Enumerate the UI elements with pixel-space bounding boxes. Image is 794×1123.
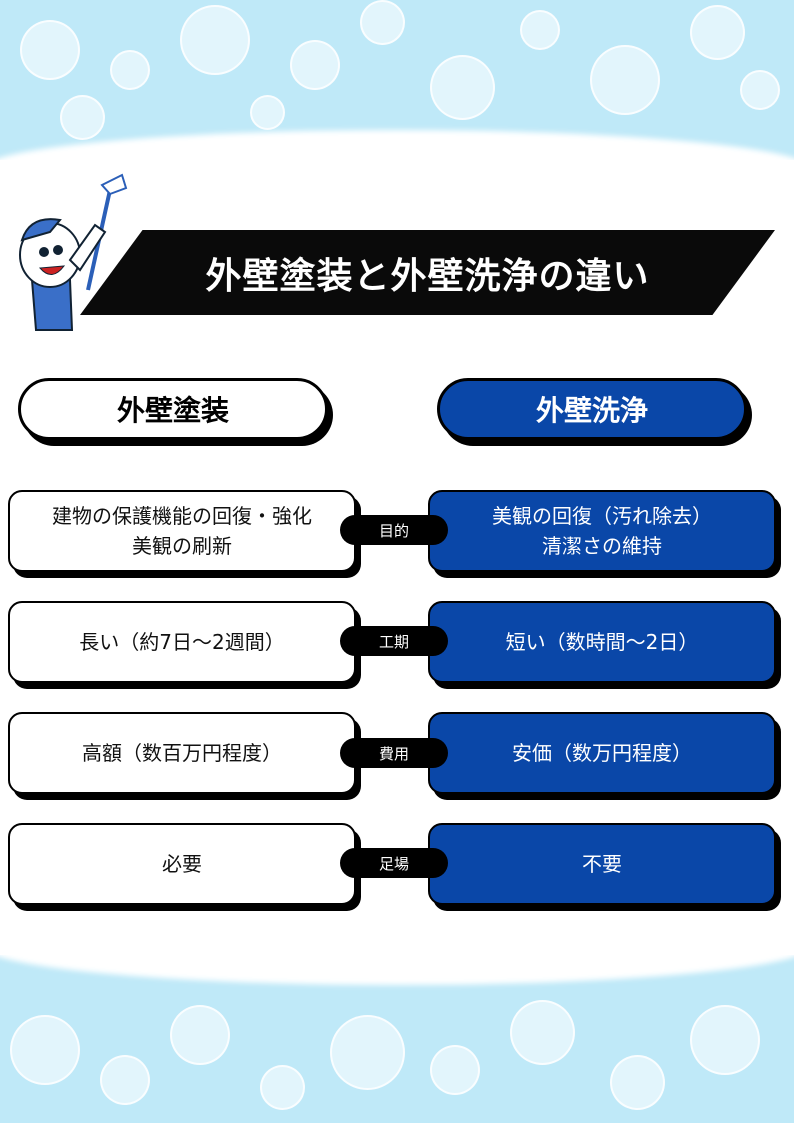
painting-duration: 長い（約7日〜2週間） [8, 601, 356, 683]
painting-cost: 高額（数百万円程度） [8, 712, 356, 794]
text: 高額（数百万円程度） [82, 741, 282, 765]
bubble-background-bottom [0, 955, 794, 1123]
row-label-scaffold: 足場 [340, 848, 448, 878]
washing-cost: 安価（数万円程度） [428, 712, 776, 794]
mascot-illustration [19, 173, 128, 331]
washing-scaffold: 不要 [428, 823, 776, 905]
page-title: 外壁塗装と外壁洗浄の違い [80, 230, 775, 315]
row-label-cost: 費用 [340, 738, 448, 768]
bubble-background-top [0, 0, 794, 160]
row-label-duration: 工期 [340, 626, 448, 656]
text: 必要 [162, 852, 202, 876]
text: 短い（数時間〜2日） [505, 630, 699, 654]
washing-duration: 短い（数時間〜2日） [428, 601, 776, 683]
text: 長い（約7日〜2週間） [79, 630, 285, 654]
text: 美観の刷新 [132, 534, 232, 558]
row-label-purpose: 目的 [340, 515, 448, 545]
text: 安価（数万円程度） [512, 741, 692, 765]
text: 建物の保護機能の回復・強化 [52, 504, 312, 528]
text: 美観の回復（汚れ除去） [492, 504, 712, 528]
column-header-painting: 外壁塗装 [18, 378, 328, 440]
painting-purpose: 建物の保護機能の回復・強化美観の刷新 [8, 490, 356, 572]
painting-scaffold: 必要 [8, 823, 356, 905]
text: 不要 [582, 852, 622, 876]
column-header-washing: 外壁洗浄 [437, 378, 747, 440]
text: 清潔さの維持 [542, 534, 662, 558]
washing-purpose: 美観の回復（汚れ除去） 清潔さの維持 [428, 490, 776, 572]
